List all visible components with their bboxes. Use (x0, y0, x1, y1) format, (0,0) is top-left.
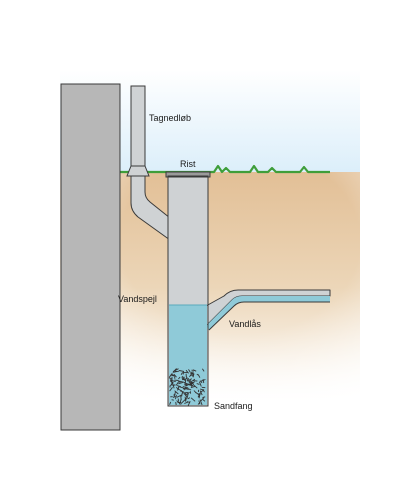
outlet-water (206, 296, 330, 330)
gravel-grain (183, 392, 187, 395)
gravel-grain (199, 399, 203, 406)
gravel-grain (190, 373, 195, 377)
gravel-grain (185, 383, 188, 387)
gravel-grain (198, 400, 201, 405)
gravel-grain (197, 374, 201, 378)
gravel-grain (170, 374, 175, 377)
gravel-grain (178, 381, 183, 385)
gravel-grain (180, 372, 183, 375)
gravel-grain (193, 384, 198, 389)
gravel-grain (196, 383, 200, 385)
gravel-grain (175, 402, 177, 406)
gravel-grain (171, 373, 175, 377)
gravel-grain (172, 380, 176, 383)
gravel-grain (202, 399, 206, 402)
label-downpipe: Tagnedløb (149, 113, 191, 123)
gravel-grain (199, 388, 203, 391)
gravel-grain (176, 386, 178, 390)
gravel-grain (188, 369, 191, 373)
gravel-grain (199, 390, 203, 396)
gravel-grain (176, 400, 181, 405)
downpipe (130, 85, 146, 167)
gravel-grain (185, 398, 187, 401)
gravel-grain (197, 393, 201, 398)
gravel-grain (181, 377, 184, 380)
gravel-grain (173, 373, 177, 378)
gravel-grain (185, 383, 191, 387)
gravel-grain (174, 370, 178, 372)
label-water-seal: Vandlås (229, 319, 261, 329)
gravel-grain (202, 379, 205, 384)
gravel-grain (172, 384, 175, 387)
gravel-grain (184, 401, 188, 404)
gravel-grain (179, 370, 185, 372)
gravel-grain (169, 401, 172, 405)
gravel-grain (180, 390, 185, 393)
gravel-grain (187, 397, 191, 400)
gravel-grain (187, 388, 192, 391)
gravel-grain (202, 368, 205, 372)
gravel-grain (186, 379, 192, 383)
gravel-grain (202, 396, 206, 398)
gravel-grain (181, 391, 184, 397)
gravel-grain (178, 376, 181, 380)
gravel-grain (200, 397, 205, 402)
gravel-grain (190, 381, 193, 388)
gravel-grain (185, 369, 189, 374)
gravel-grain (177, 387, 179, 391)
gravel-grain (176, 385, 181, 388)
gravel-grain (172, 368, 177, 373)
gravel-grain (168, 377, 173, 380)
outlet-pipe-edge (208, 301, 330, 331)
gravel-grain (176, 394, 183, 398)
gravel-grain (180, 395, 182, 400)
gravel-grain (179, 380, 186, 384)
gravel-grain (190, 397, 196, 402)
gravel-grain (186, 393, 189, 399)
gravel-grain (175, 394, 177, 400)
gravel-grain (190, 382, 194, 385)
sand-trap-gravel (168, 368, 206, 407)
gravel-grain (198, 381, 202, 387)
gravel-grain (181, 375, 186, 382)
label-water-level: Vandspejl (118, 294, 157, 304)
gravel-grain (179, 386, 184, 389)
gravel-grain (199, 380, 203, 384)
gravel-grain (200, 379, 206, 382)
grate (165, 171, 211, 178)
gravel-grain (178, 380, 181, 384)
gravel-grain (202, 389, 205, 393)
gravel-grain (169, 387, 173, 392)
label-grate: Rist (180, 159, 196, 169)
gravel-grain (184, 391, 190, 396)
gravel-grain (174, 390, 179, 395)
gravel-grain (192, 369, 197, 372)
gravel-grain (187, 378, 192, 382)
gravel-grain (169, 379, 172, 382)
downpipe-funnel (126, 165, 150, 177)
gravel-grain (186, 401, 191, 403)
gravel-grain (183, 376, 185, 379)
gravel-grain (175, 381, 180, 386)
gravel-grain (195, 391, 200, 396)
gravel-grain (180, 399, 186, 404)
gravel-grain (190, 380, 195, 386)
gravel-grain (182, 392, 188, 394)
gravel-grain (184, 379, 187, 386)
house-wall (60, 83, 121, 431)
gully-water (169, 305, 207, 405)
gravel-grain (189, 372, 193, 378)
gravel-grain (191, 378, 196, 382)
gravel-grain (171, 399, 174, 401)
gravel-grain (173, 391, 176, 398)
gravel-grain (182, 386, 189, 389)
label-sand-trap: Sandfang (214, 401, 253, 411)
